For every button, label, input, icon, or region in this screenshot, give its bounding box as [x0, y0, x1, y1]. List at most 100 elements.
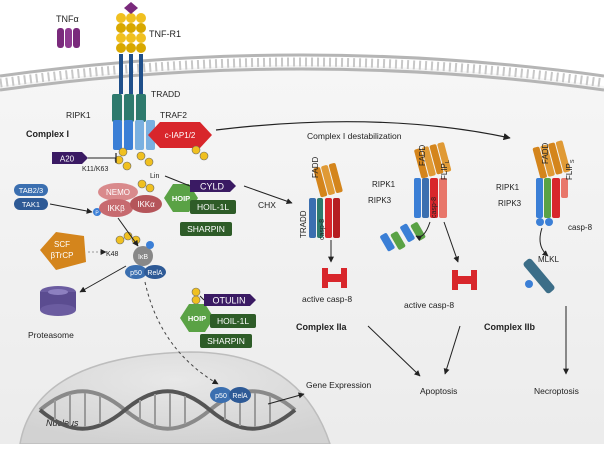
casp8-label-right: casp-8	[568, 223, 593, 232]
casp8-label-mid: casp-8	[431, 197, 438, 218]
otulin-inhibit	[199, 295, 205, 301]
hoip-label-1: HOIP	[172, 194, 190, 203]
tradd-label-2a: TRADD	[299, 210, 308, 238]
proteasome-label: Proteasome	[28, 330, 74, 340]
ciap-hexagon	[148, 122, 212, 148]
ubiquitin-chain-otulin	[191, 287, 201, 305]
nfkb-to-nucleus-arrow	[144, 281, 219, 385]
active-casp8-label-2a: active casp-8	[302, 294, 352, 304]
a20-box	[52, 152, 88, 164]
apoptosis-label: Apoptosis	[420, 386, 457, 396]
svg-text:P: P	[95, 211, 99, 217]
ubiquitin-chain-complex1	[114, 145, 209, 171]
tradd-label: TRADD	[151, 89, 180, 99]
sharpin-label-1: SHARPIN	[187, 224, 225, 234]
ikk-to-ikb-arrow	[117, 217, 139, 247]
a20-label: A20	[60, 155, 75, 164]
destabilization-arrow	[215, 121, 511, 141]
svg-text:p50: p50	[130, 270, 142, 277]
chx-arrow	[243, 185, 293, 205]
traf2-label: TRAF2	[160, 110, 187, 120]
flipl-label: FLIPL	[440, 160, 451, 180]
casp8-activation-arrow-mid	[443, 221, 460, 263]
active-casp8-2a	[322, 268, 347, 288]
svg-text:RelA: RelA	[147, 270, 163, 277]
hoip-label-2: HOIP	[188, 314, 206, 323]
scf-pentagon	[40, 232, 86, 270]
active-casp8-label-mid: active casp-8	[404, 300, 454, 310]
ripk3-to-mlkl-arrow	[539, 227, 549, 257]
ikk-complex: NEMO IKKβ IKKα	[98, 183, 162, 217]
hoip-hexagon-2	[180, 304, 214, 332]
tnf-alpha-label: TNFα	[56, 14, 79, 24]
casp8-label-2a: casp-8	[319, 219, 326, 240]
fadd-label-mid: FADD	[418, 144, 427, 166]
mlkl-protein	[523, 258, 555, 294]
complex-2a-label: Complex IIa	[296, 322, 348, 332]
ciap-label: c-IAP1/2	[165, 131, 196, 140]
complex-2b-label: Complex IIb	[484, 322, 536, 332]
gene-expression-arrow	[267, 392, 305, 405]
scf-label: SCF	[54, 240, 70, 249]
ikkb-label: IKKβ	[107, 204, 125, 213]
cyld-inhibit	[164, 175, 191, 187]
tab23-label: TAB2/3	[19, 186, 43, 195]
nf-kb-nuclear: p50 RelA	[210, 387, 251, 403]
gene-expression-label: Gene Expression	[306, 380, 371, 390]
otulin-label: OTULIN	[212, 296, 245, 306]
tnf-alpha-trimer	[57, 28, 80, 48]
hoip-hexagon-1	[164, 184, 198, 212]
hoil-box-2	[210, 314, 256, 328]
complex-1-label: Complex I	[26, 129, 69, 139]
chx-label: CHX	[258, 200, 276, 210]
cyld-box	[190, 180, 236, 192]
complex-2a	[309, 163, 343, 238]
ikb-nfkb-complex: IκB p50 RelA	[115, 231, 166, 279]
fadd-label-2a: FADD	[311, 156, 320, 178]
ripk1-label: RIPK1	[66, 110, 91, 120]
sharpin-label-2: SHARPIN	[207, 336, 245, 346]
flips-label: FLIPS	[565, 159, 576, 180]
btrcp-label: βTrCP	[51, 251, 74, 260]
complex-2b-flips	[532, 140, 571, 226]
hoil-label-1: HOIL-1L	[197, 202, 229, 212]
lin-label: Lin	[150, 173, 159, 180]
dna-helix	[38, 389, 297, 431]
nucleus	[19, 351, 332, 445]
complex2a-apoptosis-arrow	[367, 325, 421, 377]
ripk1-label-mid: RIPK1	[372, 180, 396, 189]
tnf-r1-receptor	[116, 2, 146, 94]
hoil-box-1	[190, 200, 236, 214]
mid-apoptosis-arrow	[443, 325, 461, 375]
tnf-r1-label: TNF-R1	[149, 29, 181, 39]
active-casp8-mid	[452, 270, 477, 290]
cyld-label: CYLD	[200, 182, 225, 192]
ikb-to-proteasome-arrow	[79, 265, 127, 293]
ikka-label: IKKα	[137, 200, 155, 209]
sharpin-box-2	[200, 334, 252, 348]
necroptosis-label: Necroptosis	[534, 386, 579, 396]
tab-tak1: TAB2/3 TAK1	[14, 184, 48, 210]
k11-k63-label: K11/K63	[82, 166, 108, 173]
k48-label: K48	[106, 251, 119, 258]
nemo-label: NEMO	[106, 188, 130, 197]
ripk3-label-mid: RIPK3	[368, 196, 392, 205]
destabilization-label: Complex I destabilization	[307, 131, 402, 141]
mlkl-label: MLKL	[538, 255, 559, 264]
casp8-cleavage-arrow	[415, 221, 431, 242]
receptor-adaptors	[112, 94, 155, 150]
complex-2b-flipl	[414, 142, 452, 218]
svg-text:RelA: RelA	[232, 393, 248, 400]
tak1-label: TAK1	[22, 200, 40, 209]
svg-text:p50: p50	[215, 393, 227, 400]
hoil-label-2: HOIL-1L	[217, 316, 249, 326]
tak1-to-ikk-arrow	[49, 203, 93, 214]
fadd-label-right: FADD	[541, 142, 550, 164]
ripk1-label-right: RIPK1	[496, 183, 520, 192]
ripk3-label-right: RIPK3	[498, 199, 522, 208]
sharpin-box-1	[180, 222, 232, 236]
linear-ub-chain	[137, 179, 155, 193]
svg-text:IκB: IκB	[138, 254, 148, 261]
